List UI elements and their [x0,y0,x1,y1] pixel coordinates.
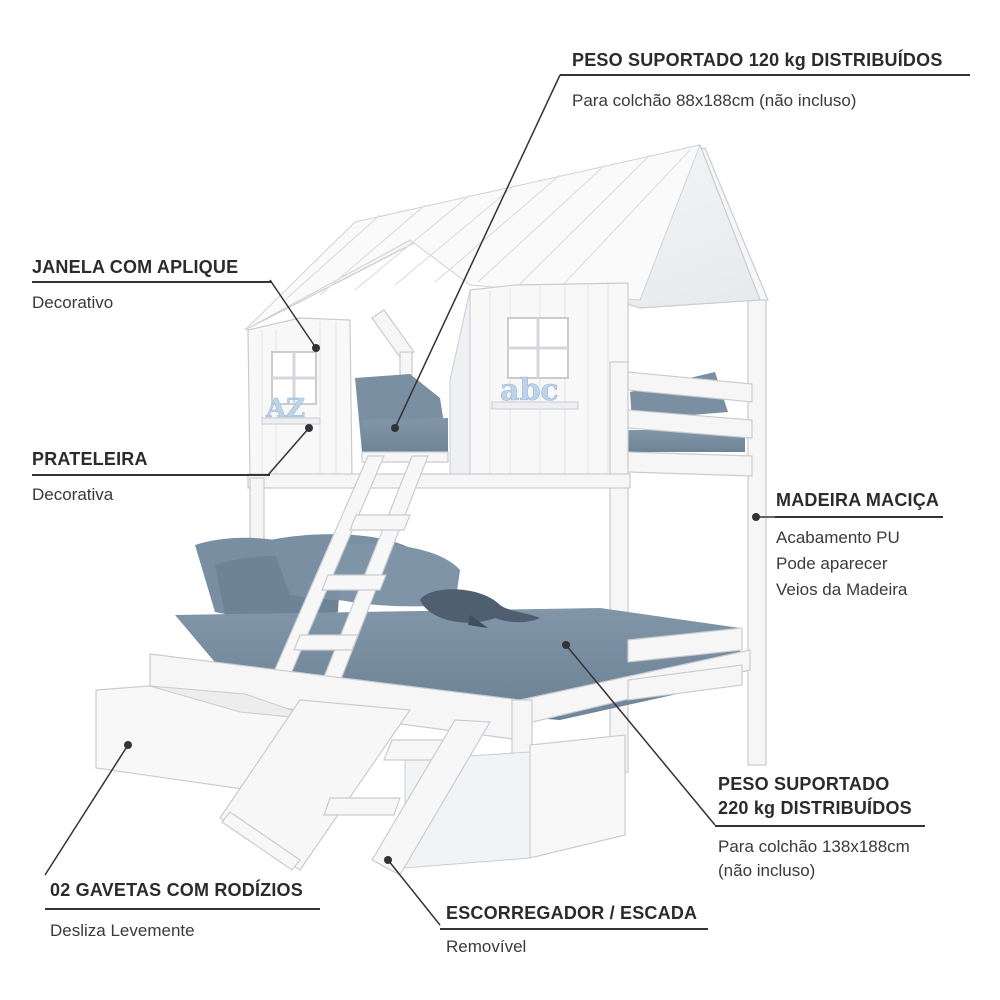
wood-title: MADEIRA MACIÇA [776,490,940,510]
right-drawer [404,734,626,869]
window-rule [32,281,272,283]
top-guard-rails [609,361,753,773]
bottom-bunk-rule [715,825,925,827]
bottom-bunk-not-included: (não incluso) [718,861,816,880]
top-bunk-rule [560,74,970,76]
drawers-title: 02 GAVETAS COM RODÍZIOS [50,880,303,900]
right-wall-panel: abc [449,282,629,477]
left-shelf [261,417,321,425]
bottom-bunk-weight-title-2: 220 kg DISTRIBUÍDOS [718,798,912,818]
bottom-bunk-mattress-size: Para colchão 138x188cm [718,837,910,856]
window-title: JANELA COM APLIQUE [32,257,239,277]
drawers-subtitle: Desliza Levemente [50,921,195,940]
left-window [271,351,317,405]
left-wall-panel: AZ [247,317,353,479]
right-shelf-letters: abc [500,373,559,408]
slide-title: ESCORREGADOR / ESCADA [446,903,698,923]
ladder [265,455,429,693]
right-shelf [491,401,579,410]
wood-line-3: Veios da Madeira [776,580,908,599]
bottom-bunk-weight-title-1: PESO SUPORTADO [718,774,890,794]
slide-subtitle: Removível [446,937,527,956]
left-shelf-letters: AZ [265,394,305,424]
shelf-rule [32,474,270,476]
drawers-rule [45,908,320,910]
slide-rule [440,928,708,930]
window-subtitle: Decorativo [32,293,114,312]
top-bunk-mattress-size: Para colchão 88x188cm (não incluso) [572,91,857,110]
right-window [507,317,569,379]
wood-line-2: Pode aparecer [776,554,888,573]
slide-stairs [219,699,492,876]
top-bunk-weight-title: PESO SUPORTADO 120 kg DISTRIBUÍDOS [572,50,943,70]
shelf-subtitle: Decorativa [32,485,114,504]
leader-lines [44,74,775,926]
wood-line-1: Acabamento PU [776,528,900,547]
whale-toy [420,589,540,628]
wood-rule [775,516,943,518]
leader-dots [124,344,760,864]
shelf-title: PRATELEIRA [32,449,148,469]
